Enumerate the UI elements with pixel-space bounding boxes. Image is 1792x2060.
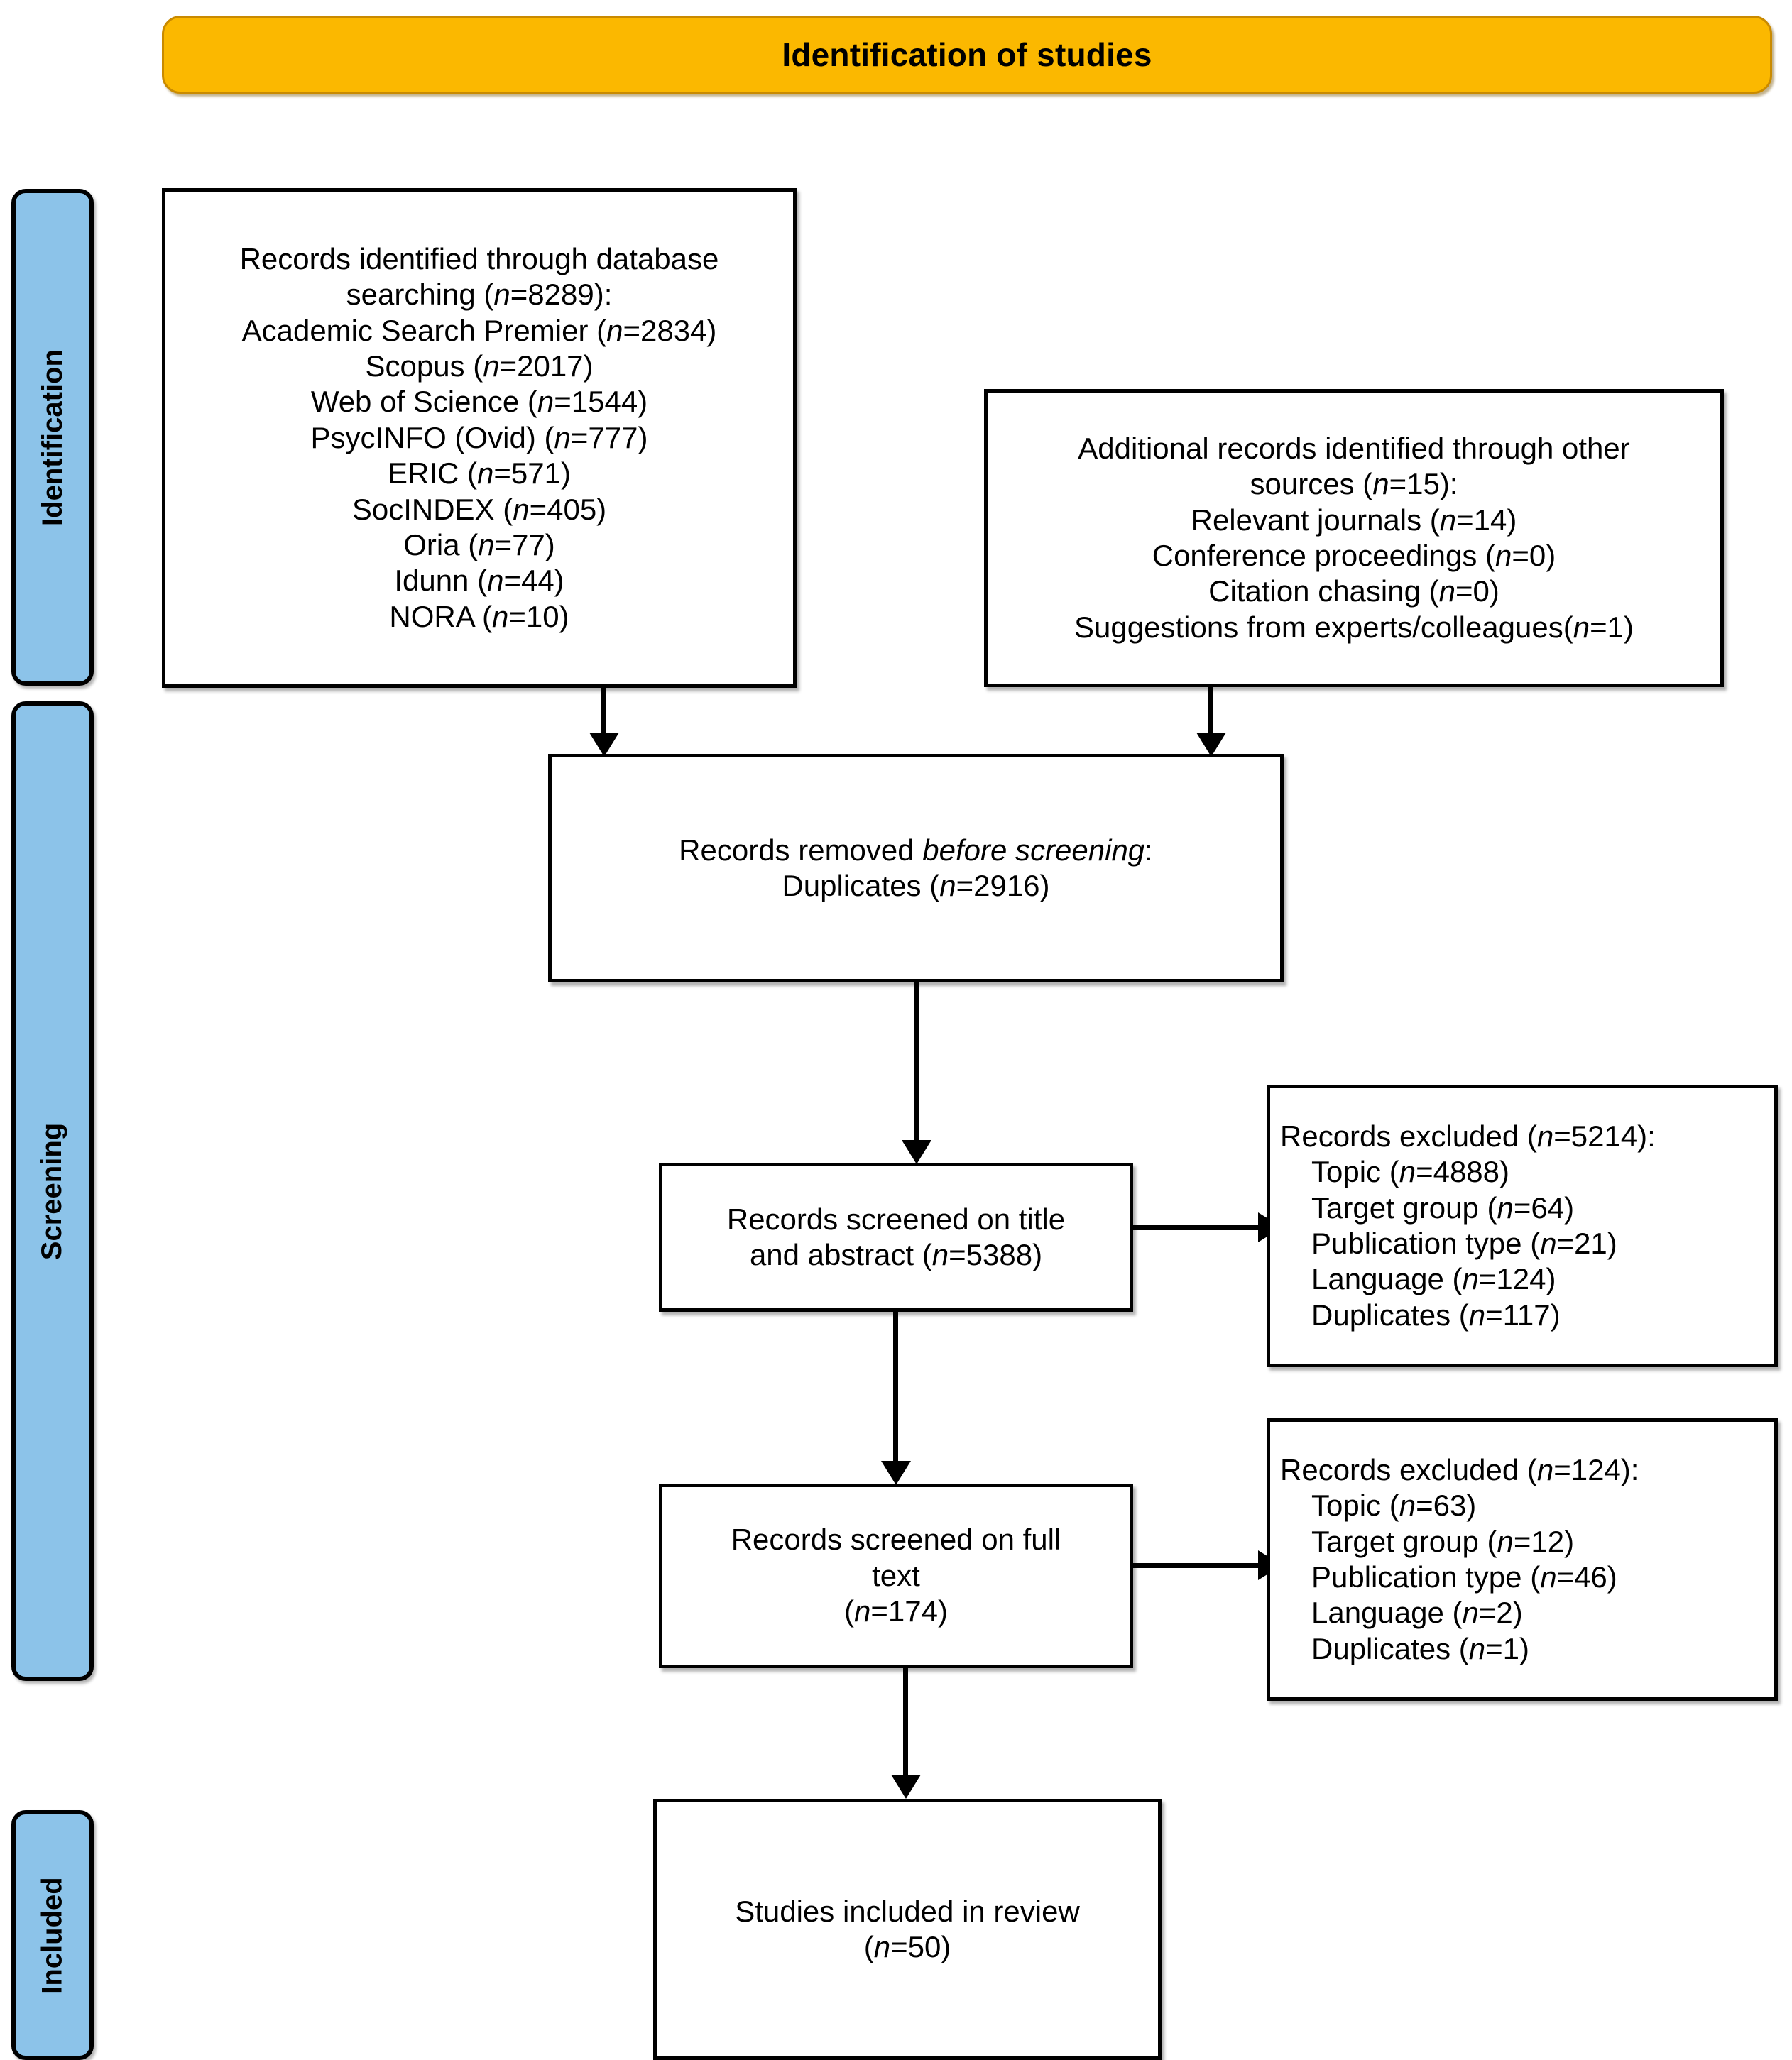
line-0: Records excluded (n=124):	[1280, 1452, 1639, 1486]
line-0: Records removed before screening:	[679, 833, 1153, 867]
line-0: Records excluded (n=5214):	[1280, 1119, 1656, 1153]
line-4: Citation chasing (n=0)	[1208, 574, 1499, 608]
stage-label-identification: Identification	[11, 189, 94, 686]
line-5: Duplicates (n=1)	[1311, 1631, 1529, 1665]
box-database-records: Records identified through database sear…	[162, 188, 797, 688]
stage-label-included: Included	[11, 1810, 94, 2060]
box-screened-title-abstract-text: Records screened on title and abstract (…	[672, 1202, 1120, 1273]
line-4: Language (n=2)	[1311, 1596, 1523, 1630]
line-2: (n=174)	[844, 1594, 948, 1628]
box-studies-included: Studies included in review (n=50)	[653, 1799, 1162, 2060]
box-database-records-text: Records identified through database sear…	[175, 241, 783, 635]
line-3: Conference proceedings (n=0)	[1152, 539, 1556, 572]
line-0: Records identified through database	[239, 241, 719, 275]
arrowhead-screened-ta-to-fulltext	[881, 1461, 911, 1485]
line-8: Oria (n=77)	[403, 527, 555, 561]
line-3: Publication type (n=21)	[1311, 1227, 1617, 1260]
line-5: Duplicates (n=117)	[1311, 1298, 1561, 1332]
identification-banner: Identification of studies	[162, 16, 1772, 94]
connector-removed-to-screened-ta	[914, 982, 919, 1146]
stage-label-identification-text: Identification	[36, 349, 68, 526]
box-studies-included-text: Studies included in review (n=50)	[667, 1894, 1148, 1966]
line-7: SocINDEX (n=405)	[351, 492, 607, 526]
line-1: (n=50)	[863, 1930, 951, 1963]
line-0: Records screened on full	[731, 1523, 1061, 1557]
box-other-sources-text: Additional records identified through ot…	[998, 431, 1710, 645]
line-1: searching (n=8289):	[346, 278, 613, 312]
line-1: sources (n=15):	[1250, 467, 1458, 501]
connector-fulltext-to-excluded	[1133, 1563, 1261, 1568]
box-screened-title-abstract: Records screened on title and abstract (…	[659, 1163, 1133, 1312]
connector-db-to-removed	[601, 687, 606, 737]
connector-fulltext-to-included	[903, 1668, 908, 1779]
line-3: Publication type (n=46)	[1311, 1560, 1617, 1594]
box-screened-full-text-text: Records screened on full text (n=174)	[672, 1522, 1120, 1629]
line-1: Topic (n=63)	[1311, 1489, 1477, 1523]
line-1: text	[872, 1558, 920, 1592]
line-10: NORA (n=10)	[389, 599, 569, 633]
box-removed-before-screening: Records removed before screening: Duplic…	[548, 754, 1284, 982]
line-1: Topic (n=4888)	[1311, 1155, 1510, 1189]
line-2: Target group (n=12)	[1311, 1524, 1575, 1558]
connector-screened-ta-to-excluded	[1133, 1225, 1261, 1230]
line-2: Academic Search Premier (n=2834)	[241, 313, 717, 347]
box-excluded-full-text: Records excluded (n=124): Topic (n=63) T…	[1267, 1418, 1778, 1701]
box-removed-before-screening-text: Records removed before screening: Duplic…	[562, 833, 1270, 904]
line-0: Additional records identified through ot…	[1078, 431, 1630, 465]
line-2: Relevant journals (n=14)	[1191, 503, 1517, 537]
box-excluded-full-text-text: Records excluded (n=124): Topic (n=63) T…	[1280, 1452, 1764, 1667]
line-5: Suggestions from experts/colleagues(n=1)	[1074, 610, 1634, 644]
box-screened-full-text: Records screened on full text (n=174)	[659, 1484, 1133, 1668]
connector-other-to-removed	[1208, 687, 1213, 737]
arrowhead-db-to-removed	[589, 733, 619, 757]
line-6: ERIC (n=571)	[388, 456, 571, 491]
line-4: Web of Science (n=1544)	[310, 385, 648, 419]
box-excluded-title-abstract: Records excluded (n=5214): Topic (n=4888…	[1267, 1085, 1778, 1367]
box-excluded-title-abstract-text: Records excluded (n=5214): Topic (n=4888…	[1280, 1119, 1764, 1333]
page-title: Identification of studies	[782, 36, 1152, 73]
line-0: Studies included in review	[735, 1894, 1080, 1928]
box-other-sources: Additional records identified through ot…	[984, 389, 1724, 687]
line-4: Language (n=124)	[1311, 1262, 1556, 1296]
stage-label-included-text: Included	[36, 1876, 68, 1994]
arrowhead-removed-to-screened-ta	[902, 1140, 931, 1164]
line-1: Duplicates (n=2916)	[782, 869, 1050, 902]
line-0: Records screened on title	[726, 1202, 1066, 1236]
stage-label-screening: Screening	[11, 701, 94, 1681]
line-5: PsycINFO (Ovid) (n=777)	[310, 420, 648, 454]
line-1: and abstract (n=5388)	[749, 1238, 1043, 1271]
line-3: Scopus (n=2017)	[365, 349, 594, 383]
line-2: Target group (n=64)	[1311, 1190, 1575, 1225]
stage-label-screening-text: Screening	[36, 1122, 68, 1260]
line-9: Idunn (n=44)	[394, 564, 564, 598]
connector-screened-ta-to-fulltext	[893, 1312, 898, 1467]
arrowhead-fulltext-to-included	[891, 1775, 921, 1799]
arrowhead-other-to-removed	[1196, 733, 1226, 757]
